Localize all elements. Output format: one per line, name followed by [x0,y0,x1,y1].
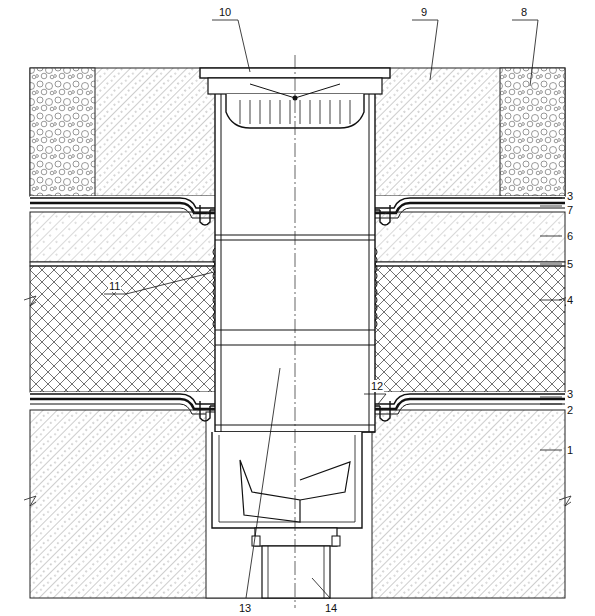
callout-number: 10 [218,6,232,18]
grate-bar [310,100,311,124]
grate-bar [330,100,331,124]
callout-number: 3 [566,388,574,400]
callout-number: 1 [566,444,574,456]
callout-number: 9 [420,6,428,18]
grate-bar [320,100,321,124]
callout-number: 13 [238,602,252,614]
callout-number: 2 [566,404,574,416]
callout-number: 6 [566,230,574,242]
callout-number: 3 [566,190,574,202]
callout-number: 8 [520,6,528,18]
callout-number: 5 [566,258,574,270]
grate-bar [260,100,261,124]
grate-bar [300,100,301,124]
callout-number: 14 [324,602,338,614]
callout-number: 7 [566,204,574,216]
grate-bar [240,100,241,124]
grate-bar [350,100,351,124]
callout-number: 11 [108,280,121,292]
grate-bar [340,100,341,124]
grate-bar [290,100,291,124]
callout-number: 12 [370,380,384,392]
callout-number: 4 [566,294,574,306]
grate-bar [250,100,251,124]
grate-bar [280,100,281,124]
grate-bar [270,100,271,124]
